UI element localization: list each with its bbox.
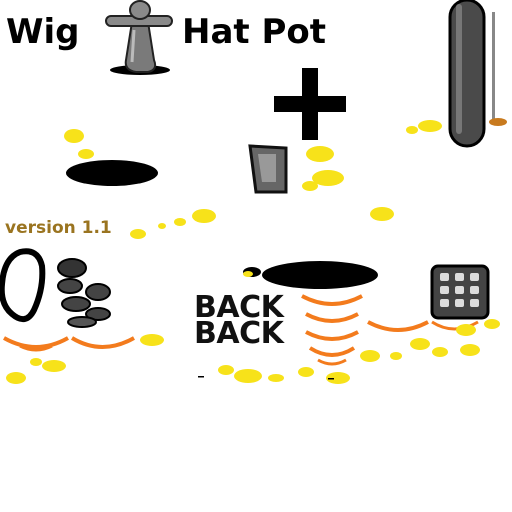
grey-block-icon <box>248 144 288 194</box>
stones-icon <box>0 248 111 328</box>
hole-shadow <box>66 160 158 186</box>
back-label-1: BACK <box>194 290 284 325</box>
ripple-arcs-left <box>3 336 135 352</box>
ripple-arcs-center <box>301 294 363 366</box>
tall-pot-icon <box>448 0 507 148</box>
back-label-2: BACK <box>194 316 284 351</box>
keypad-icon <box>430 264 490 320</box>
wig-hat-icon <box>105 0 173 75</box>
hole-shadow-large <box>243 261 378 289</box>
title-hat-pot: Hat Pot <box>182 12 327 52</box>
plus-icon <box>274 68 346 140</box>
title-wig: Wig <box>6 12 80 52</box>
ripple-arcs-right <box>367 320 479 332</box>
version-label: version 1.1 <box>5 218 112 238</box>
